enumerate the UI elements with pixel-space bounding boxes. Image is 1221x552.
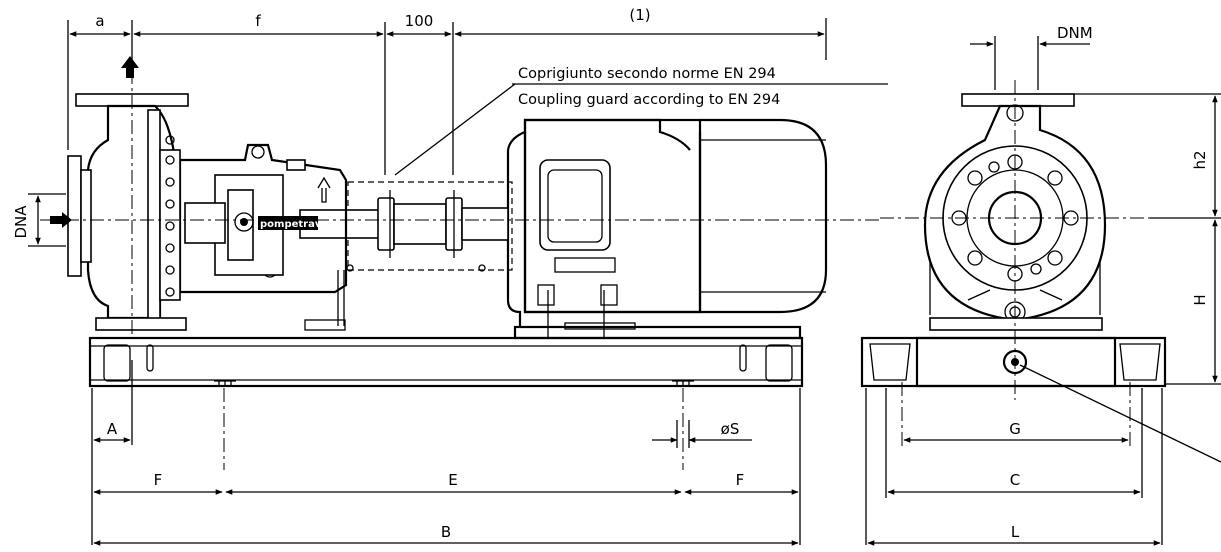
drain-leader	[1019, 364, 1221, 463]
dim-A-label: A	[107, 420, 118, 438]
note-leader	[394, 83, 516, 176]
guard-note-english: Coupling guard according to EN 294	[518, 92, 780, 108]
top-dimension-chain	[67, 18, 827, 175]
dim-H-label: H	[1191, 294, 1209, 305]
dim-B-label: B	[441, 523, 451, 541]
dim-G-label: G	[1009, 420, 1021, 438]
guard-note-italian: Coprigiunto secondo norme EN 294	[518, 66, 776, 82]
bottom-dimensions-end	[865, 388, 1163, 546]
dim-F-right-label: F	[736, 471, 745, 489]
height-dimensions	[1074, 93, 1221, 385]
end-base	[860, 336, 1167, 388]
dim-dnm-label: DNM	[1057, 24, 1093, 42]
dna-dimension	[28, 193, 66, 247]
dim-S-label: øS	[721, 420, 740, 438]
base-frame	[88, 336, 804, 388]
dim-C-label: C	[1010, 471, 1020, 489]
dim-E-label: E	[448, 471, 457, 489]
dim-L-label: L	[1011, 523, 1020, 541]
brand-plate-text: pompetravaini	[260, 219, 342, 230]
dim-dna-label: DNA	[12, 205, 30, 239]
bearing-bracket: pompetravaini	[178, 143, 348, 331]
dim-a-label: a	[95, 12, 104, 30]
bottom-dimensions-side	[91, 360, 801, 546]
dim-1-label: (1)	[629, 6, 650, 24]
side-view: a f 100 (1) Coprigiunto secondo norme EN…	[12, 6, 888, 546]
dim-F-left-label: F	[154, 471, 163, 489]
casing-bolts	[165, 135, 175, 297]
discharge-flange	[961, 93, 1075, 107]
dim-h2-label: h2	[1191, 150, 1209, 169]
pump-casing	[50, 56, 189, 331]
end-view: DNM	[860, 24, 1221, 546]
coupling	[299, 190, 509, 258]
casing-foot	[929, 317, 1103, 331]
dim-100-label: 100	[405, 12, 434, 30]
dnm-dimension	[970, 36, 1090, 90]
electric-motor	[506, 118, 828, 340]
dim-f-label: f	[255, 12, 261, 30]
